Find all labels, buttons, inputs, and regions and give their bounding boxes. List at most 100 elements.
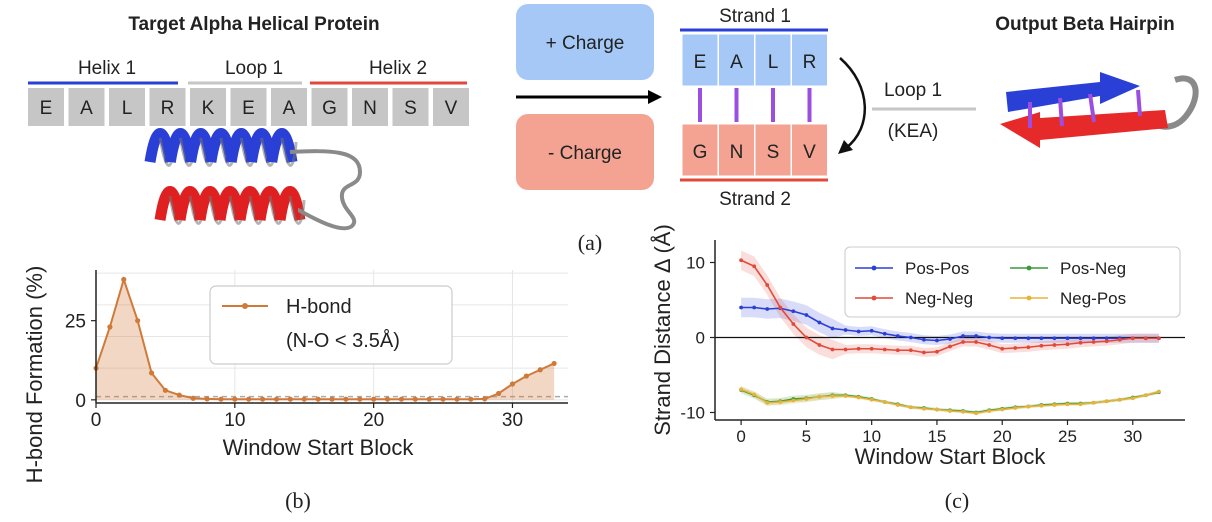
y-tick-label: -10 — [680, 404, 705, 423]
x-tick-label: 10 — [862, 427, 881, 446]
y-tick-label: 0 — [75, 391, 86, 412]
strand1-residue: L — [768, 52, 779, 73]
series-point — [739, 258, 744, 263]
series-point — [948, 344, 952, 349]
target-title: Target Alpha Helical Protein — [128, 14, 379, 35]
hbond-point — [121, 276, 127, 283]
series-point — [804, 335, 809, 340]
series-point — [778, 400, 783, 404]
sequence-residue-box — [433, 88, 469, 126]
hbond-point — [190, 395, 196, 401]
series-point — [752, 264, 757, 269]
series-point — [804, 313, 809, 317]
series-point — [1052, 403, 1057, 407]
legend-label-line2: (N-O < 3.5Å) — [286, 329, 400, 352]
helix2-back — [288, 195, 306, 225]
beta-hairpin-cartoon — [1000, 72, 1199, 148]
strand2-residue-box — [791, 123, 828, 177]
series-point — [1000, 346, 1005, 351]
hbond-point — [454, 396, 460, 402]
series-point — [1078, 340, 1083, 345]
fold-arrowhead — [838, 140, 853, 154]
hbond-point — [107, 324, 113, 330]
series-point — [1039, 343, 1044, 348]
series-point — [1013, 336, 1018, 341]
caption-c: (c) — [945, 488, 969, 513]
sequence-residue: L — [122, 98, 133, 119]
hbond-point — [426, 396, 432, 402]
hbond-point — [468, 396, 474, 402]
hbond-point — [232, 396, 238, 402]
series-point — [1026, 345, 1031, 350]
sequence-residue: N — [363, 98, 377, 119]
legend-marker — [871, 265, 877, 271]
series-point — [1143, 336, 1148, 341]
series-point — [1052, 343, 1057, 347]
legend-label: Pos-Pos — [905, 259, 969, 278]
sequence-residue-box — [68, 88, 105, 126]
series-point — [830, 394, 835, 398]
legend-marker — [871, 295, 877, 301]
strand1-residue: R — [803, 52, 817, 73]
series-point — [974, 334, 979, 338]
hbond-point — [523, 373, 529, 379]
legend-marker — [242, 303, 248, 309]
helix2-ribbon — [154, 186, 306, 225]
strand2-residue-box — [681, 123, 719, 177]
series-point — [843, 347, 848, 352]
sequence-residue-box — [28, 88, 64, 126]
series-point — [921, 337, 926, 342]
series-point — [765, 283, 770, 287]
sequence-residue: R — [161, 98, 175, 119]
hairpin-loop — [1159, 75, 1199, 130]
series-point — [791, 398, 796, 403]
series-point — [1013, 346, 1018, 350]
series-point — [817, 394, 822, 399]
series-point — [791, 309, 796, 314]
strand2-residue: G — [693, 142, 708, 163]
hbond-point — [315, 396, 321, 402]
series-point — [921, 406, 926, 411]
hbond-point — [343, 396, 349, 402]
x-tick-label: 25 — [1058, 427, 1077, 446]
loop-text: Loop 1 — [884, 80, 942, 101]
helix1-label: Helix 1 — [78, 58, 136, 79]
sequence-residue-box — [149, 88, 186, 126]
sequence-residue-box — [352, 88, 388, 126]
series-point — [752, 392, 757, 397]
series-point — [843, 394, 848, 398]
sequence-residue: E — [40, 98, 53, 119]
helix2-label: Helix 2 — [369, 58, 427, 79]
series-point — [843, 328, 848, 332]
series-point — [908, 335, 913, 340]
helix1-ribbon — [144, 128, 298, 167]
sequence-residue-box — [271, 88, 307, 126]
series-point — [1065, 342, 1070, 347]
helix-loop-ribbon — [289, 149, 363, 231]
series-point — [856, 346, 861, 351]
series-point — [961, 409, 965, 414]
hbond-point — [398, 396, 405, 402]
hairpin-red-strand — [1000, 110, 1168, 148]
series-point — [1130, 336, 1135, 341]
series-point — [856, 329, 861, 334]
series-point — [935, 407, 939, 412]
strand2-residue-box — [754, 123, 792, 177]
y-axis-label: Strand Distance Δ (Å) — [650, 224, 675, 436]
strand2-residue: V — [803, 142, 816, 163]
x-tick-label: 20 — [363, 410, 384, 431]
series-point — [1000, 407, 1005, 412]
strand1-residue-box — [791, 33, 828, 87]
series-point — [778, 305, 783, 310]
hbond-line — [95, 276, 555, 401]
series-point — [804, 397, 809, 401]
caption-a: (a) — [578, 230, 602, 255]
hbond-point — [551, 360, 557, 367]
series-point — [882, 331, 887, 336]
series-point — [1091, 336, 1096, 341]
strand2-label: Strand 2 — [719, 189, 791, 210]
hbond-point — [287, 396, 293, 402]
strand1-label: Strand 1 — [719, 6, 791, 27]
series-point — [739, 305, 744, 310]
